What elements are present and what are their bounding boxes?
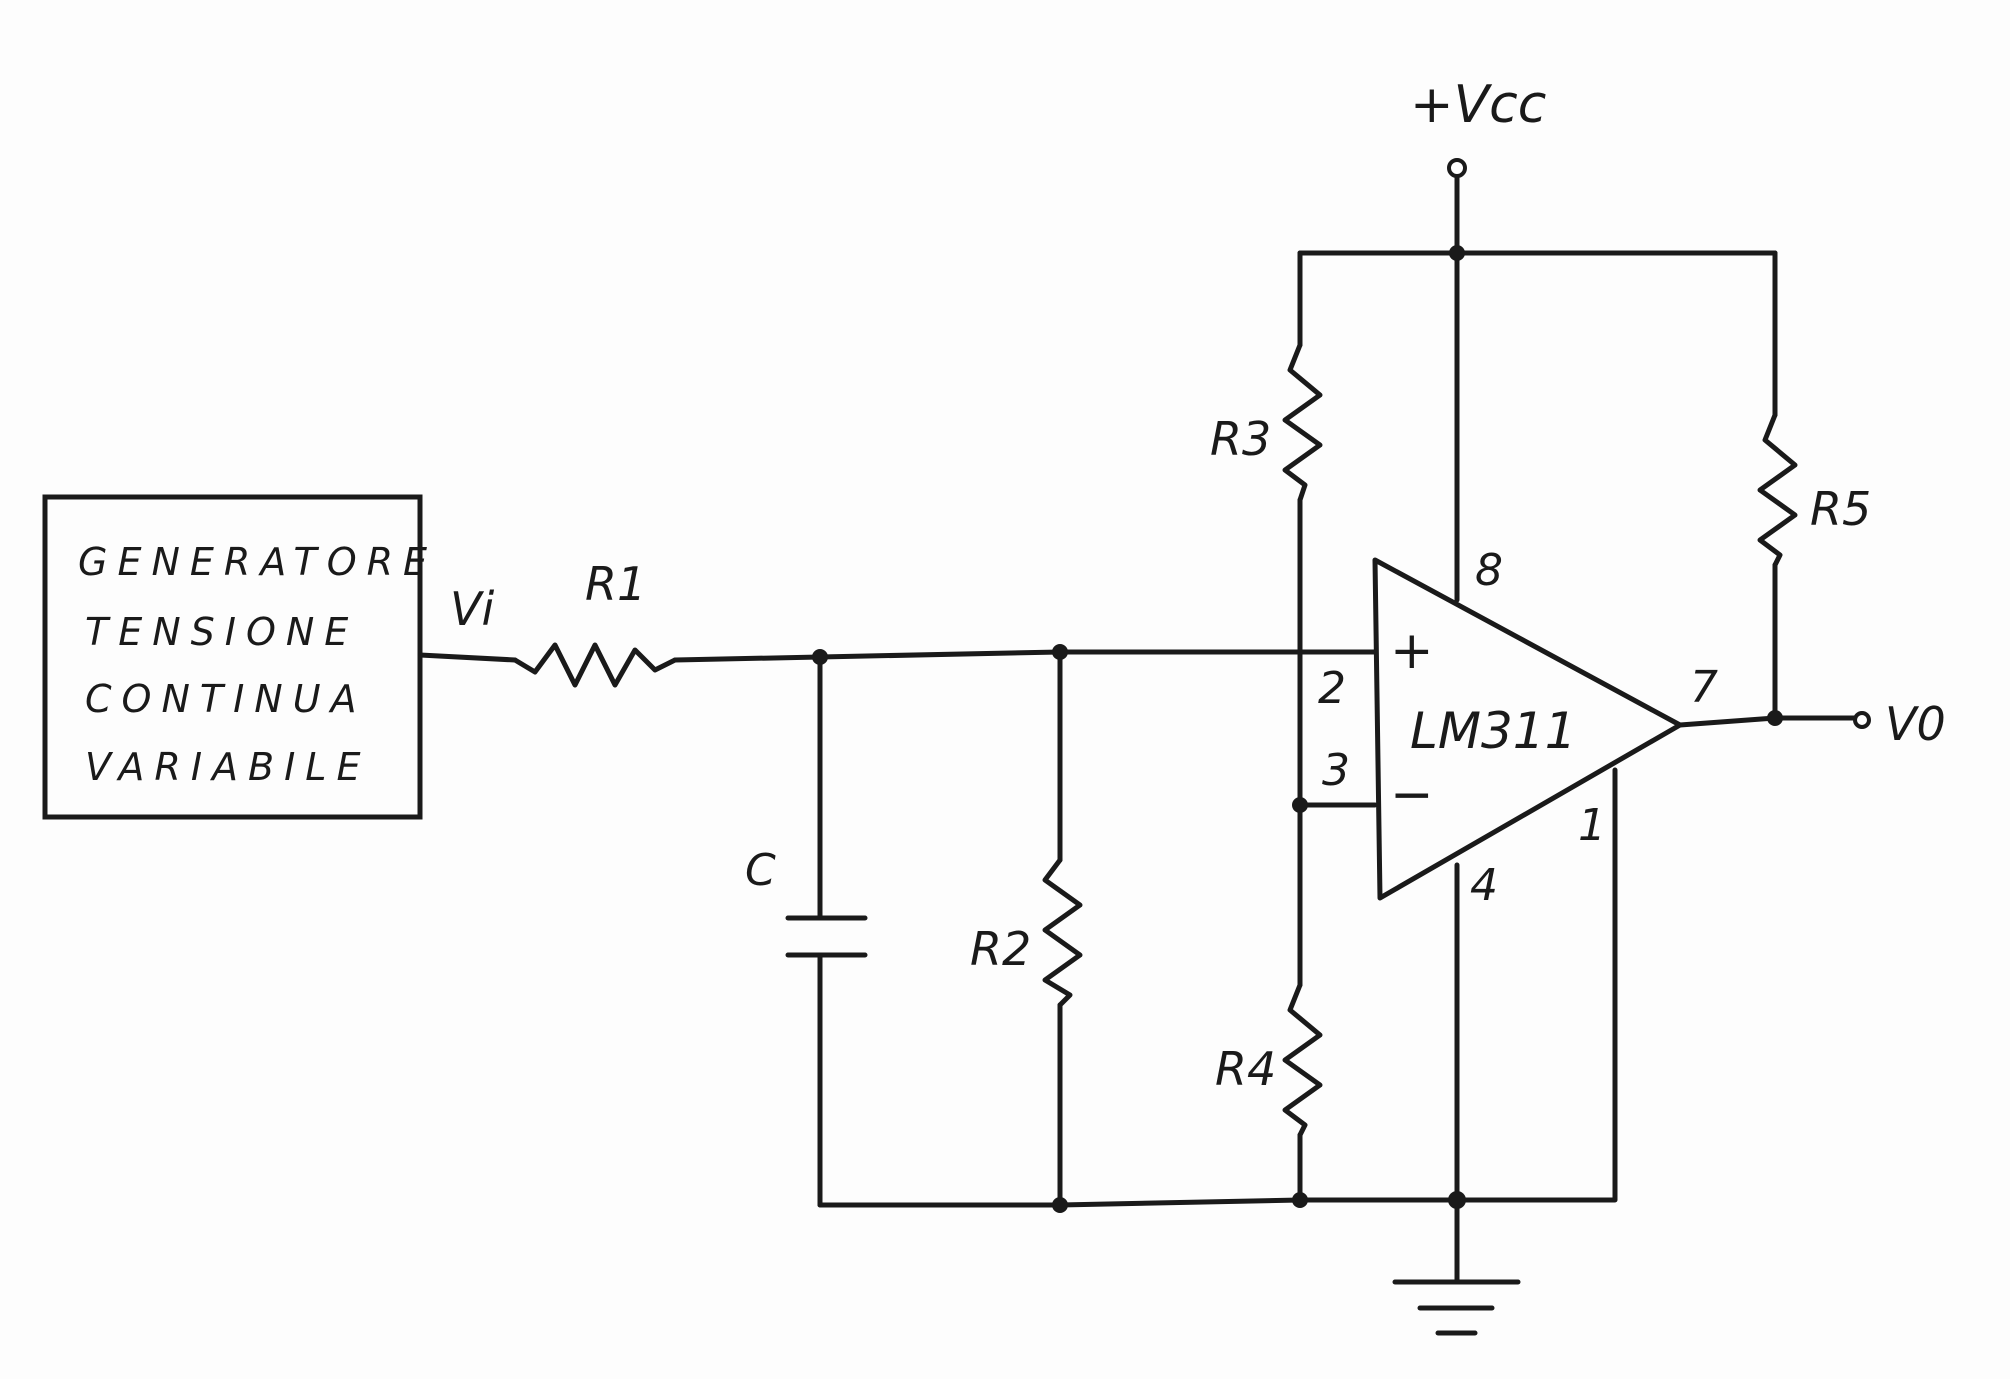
input-wire-left (417, 652, 518, 663)
node-vcc (1449, 245, 1465, 261)
label-pin4: 4 (1470, 860, 1498, 911)
ground-icon (1392, 1279, 1521, 1336)
resistor-r4 (1282, 982, 1323, 1138)
output-terminal (1853, 711, 1871, 729)
label-plus: + (1390, 621, 1434, 681)
resistor-r5 (1757, 412, 1798, 568)
comparator-triangle (1372, 557, 1683, 901)
label-r4: R4 (1215, 1042, 1276, 1096)
resistor-r1 (512, 642, 678, 688)
label-pin1: 1 (1578, 800, 1606, 851)
label-pin3: 3 (1322, 745, 1350, 796)
generator-line-2: TENSIONE (85, 610, 358, 654)
label-r2: R2 (970, 922, 1031, 976)
vcc-terminal (1447, 158, 1467, 178)
label-lm311: LM311 (1410, 702, 1576, 760)
pin1-wire (1454, 767, 1618, 1203)
label-minus: − (1390, 765, 1434, 825)
label-vo: V0 (1885, 697, 1946, 751)
node-gnd-r2 (1052, 1197, 1068, 1213)
generator-line-4: VARIABILE (85, 745, 370, 789)
ground-bus (817, 1197, 1460, 1208)
label-r1: R1 (585, 557, 646, 611)
node-output (1767, 710, 1783, 726)
resistor-r3 (1282, 342, 1323, 503)
label-pin7: 7 (1690, 662, 1718, 713)
resistor-r2 (1042, 857, 1083, 1008)
label-c: C (745, 845, 776, 896)
label-r5: R5 (1810, 482, 1871, 536)
node-gnd-r4 (1292, 1192, 1308, 1208)
generator-line-1: GENERATORE (78, 540, 437, 584)
generator-line-3: CONTINUA (85, 677, 367, 721)
label-pin8: 8 (1475, 545, 1503, 596)
label-vcc: +Vcc (1410, 75, 1546, 135)
label-r3: R3 (1210, 412, 1271, 466)
input-wire-right (672, 649, 1378, 663)
label-vi: Vi (450, 582, 494, 636)
label-pin2: 2 (1318, 663, 1346, 714)
